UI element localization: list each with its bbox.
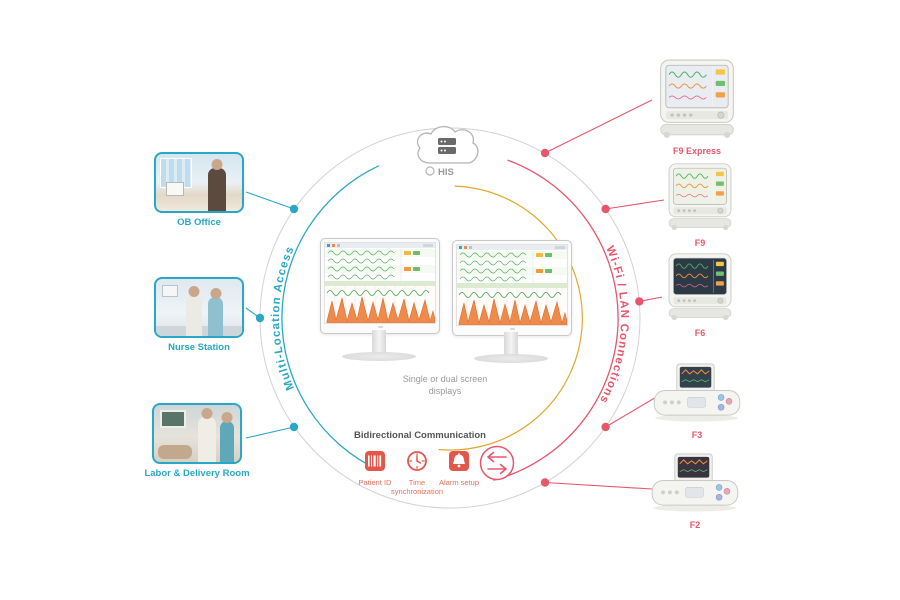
connector-line [544,481,653,490]
fetal-monitor-illustration [660,162,740,231]
screen-caption: Single or dual screen displays [402,374,488,396]
monitor-chin [324,324,436,330]
device-label: F3 [691,430,703,440]
monitor-chin [456,326,568,332]
desk-monitor-shape [166,182,184,196]
teal-arc [281,165,380,471]
multi-location-access-arc-label: Multi-Location Access [270,244,297,392]
monitor-stand [372,330,386,354]
barcode-icon [365,451,385,471]
location-connection-nodes [255,204,299,432]
monitor-logo-dot [509,328,515,330]
fetal-monitor-illustration [648,452,742,513]
device-f9: F9 [660,162,740,248]
device-label: F9 Express [672,146,722,156]
device-f9-express: F9 Express [650,58,744,156]
fetal-monitor-illustration [650,58,744,139]
connector-line [544,99,653,154]
communication-item-label: Alarm setup [438,478,480,487]
communication-title: Bidirectional Communication [354,430,486,441]
bidirectional-arrows-icon [479,445,515,481]
clock-icon [407,451,427,471]
ctg-software-screen [324,242,436,324]
person-shape [208,168,226,211]
monitor-base [342,352,416,361]
device-connection-nodes [540,148,644,487]
communication-item-label: Time synchronization [390,478,444,496]
wall-screen-shape [162,285,178,297]
bed-shape [158,445,192,459]
central-station-monitor-right [452,240,572,336]
monitor-logo-dot [377,326,383,328]
bell-icon [449,451,469,471]
red-arc [493,159,619,481]
location-photo [154,277,244,338]
connection-node [540,478,550,487]
connection-node [289,422,299,432]
device-label: F9 [694,238,706,248]
his-node [425,166,435,176]
location-photo [154,152,244,213]
connection-node [635,297,644,306]
location-label: Labor & Delivery Room [144,468,250,479]
wall-display-shape [160,410,186,428]
location-card-nurse-station: Nurse Station [154,277,244,353]
connector-line [605,199,665,210]
cloud-server-icon [416,125,479,176]
device-f6: F6 [660,252,740,338]
communication-item-time-sync: Time synchronization [391,450,443,496]
communication-item-patient-id: Patient ID [351,450,399,487]
location-card-labor-delivery: Labor & Delivery Room [144,403,250,479]
wifi-lan-arc-label: Wi-Fi / LAN Connections [597,244,630,405]
person-shape [198,417,216,462]
person-shape [208,297,223,336]
connection-node [540,148,550,158]
connector-line [245,426,295,439]
connection-node [255,313,265,323]
fetal-monitor-illustration [660,252,740,321]
monitor-base [474,354,548,363]
yellow-arc [438,185,583,451]
location-label: Nurse Station [168,342,230,353]
person-shape [186,295,202,336]
central-station-monitor-left [320,238,440,334]
his-label: HIS [438,167,454,178]
connection-node [289,204,299,214]
location-connector-lines [245,191,295,439]
connector-line [245,191,295,210]
device-label: F6 [694,328,706,338]
communication-item-alarm-setup: Alarm setup [435,450,483,487]
device-f2: F2 [648,452,742,530]
location-label: OB Office [177,217,221,228]
monitor-stand [504,332,518,356]
location-card-ob-office: OB Office [154,152,244,228]
connection-node [601,204,610,214]
location-photo [152,403,242,464]
fetal-monitor-illustration [650,362,744,423]
communication-item-label: Patient ID [358,478,392,487]
connection-node [601,422,610,432]
person-shape [220,421,234,462]
connector-line [605,395,659,428]
ctg-software-screen [456,244,568,326]
device-f3: F3 [650,362,744,440]
device-label: F2 [689,520,701,530]
